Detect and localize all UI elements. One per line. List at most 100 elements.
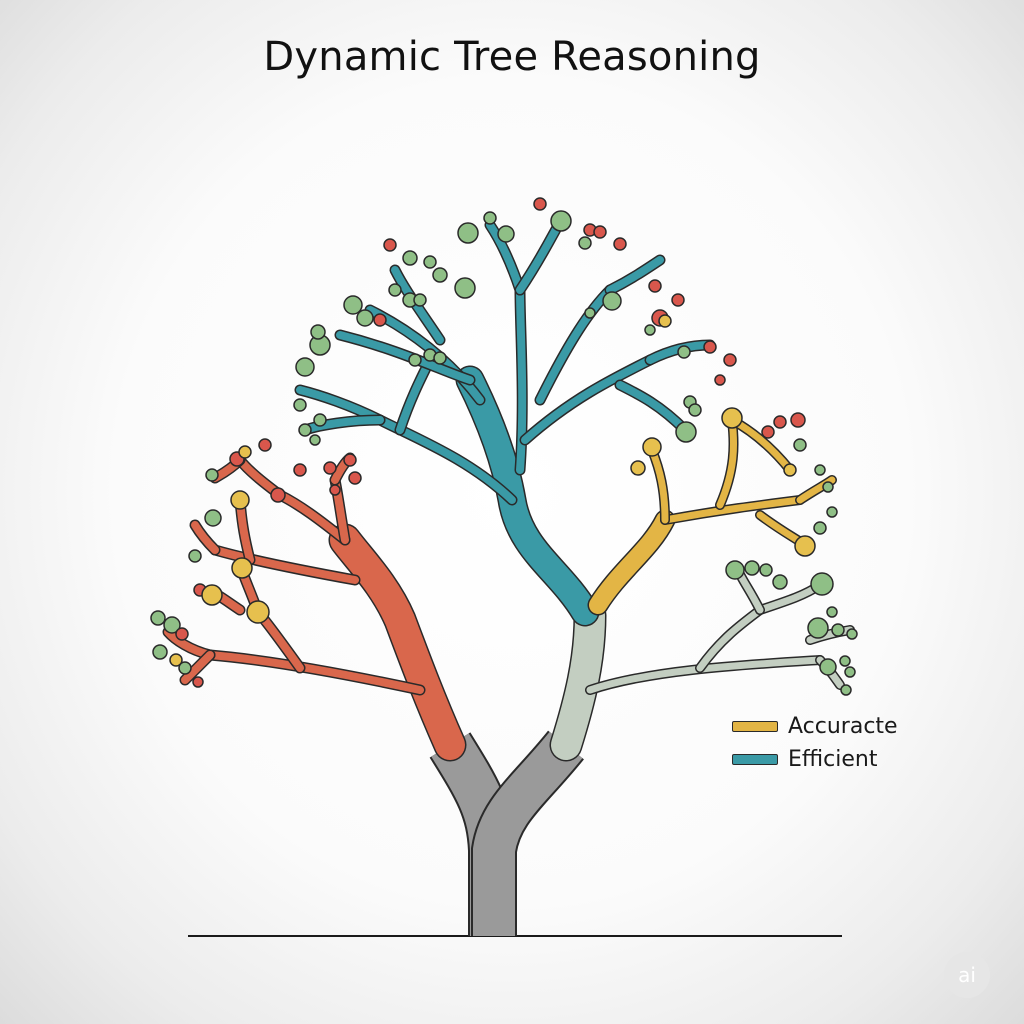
tree-node-red — [648, 279, 662, 293]
tree-node-red — [773, 415, 787, 429]
tree-node-green — [457, 222, 479, 244]
teal-branch-7 — [516, 218, 564, 294]
tree-node-red — [192, 676, 204, 688]
grey-branch-3 — [756, 581, 824, 614]
tree-node-green — [744, 560, 760, 576]
tree-node-green — [772, 574, 788, 590]
tree-node-green — [602, 291, 622, 311]
tree-node-green — [840, 684, 852, 696]
tree-node-yellow — [794, 535, 816, 557]
legend-label-accuracy: Accuracte — [788, 714, 898, 739]
tree-node-green — [725, 560, 745, 580]
yellow-branch-0 — [661, 496, 804, 524]
tree-node-yellow — [201, 584, 223, 606]
legend-item-efficient: Efficient — [732, 743, 898, 776]
red-branch-7 — [276, 491, 349, 544]
tree-node-red — [383, 238, 397, 252]
tree-node-green — [688, 403, 702, 417]
tree-node-green — [423, 255, 437, 269]
grey-branch-2 — [696, 606, 764, 672]
tree-node-red — [343, 453, 357, 467]
teal-branch-5 — [516, 286, 527, 474]
legend-swatch-accuracy — [732, 721, 778, 732]
teal-branch-12 — [606, 256, 664, 294]
tree-node-red — [329, 484, 341, 496]
teal-limb — [457, 367, 598, 625]
tree-node-green — [402, 250, 418, 266]
teal-branch-6 — [486, 221, 524, 294]
teal-branch-2 — [396, 356, 434, 434]
red-branch-3 — [181, 651, 214, 684]
tree-node-green — [839, 655, 851, 667]
tree-node-green — [204, 509, 222, 527]
tree-node-green — [677, 345, 691, 359]
tree-node-green — [205, 468, 219, 482]
nodes — [150, 197, 858, 696]
tree-node-green — [822, 481, 834, 493]
tree-node-yellow — [721, 407, 743, 429]
yellow-limb — [589, 511, 674, 614]
tree-node-red — [761, 425, 775, 439]
tree-node-green — [293, 398, 307, 412]
tree-node-green — [433, 351, 447, 365]
tree-node-yellow — [169, 653, 183, 667]
tree-node-red — [723, 353, 737, 367]
tree-node-green — [298, 423, 312, 437]
tree-node-red — [175, 627, 189, 641]
tree-node-green — [846, 628, 858, 640]
branches — [162, 216, 855, 762]
legend: Accuracte Efficient — [732, 710, 898, 776]
tree-node-yellow — [231, 557, 253, 579]
tree-node-green — [432, 267, 448, 283]
tree-node-green — [150, 610, 166, 626]
teal-branch-10 — [616, 381, 689, 434]
tree-node-green — [759, 563, 773, 577]
tree-node-green — [819, 658, 837, 676]
tree-node-green — [831, 623, 845, 637]
tree-node-yellow — [658, 314, 672, 328]
tree-node-red — [790, 412, 806, 428]
tree-node-red — [348, 471, 362, 485]
trunk — [429, 730, 584, 936]
tree-node-green — [295, 357, 315, 377]
teal-branch-0 — [376, 416, 516, 504]
tree-node-red — [671, 293, 685, 307]
tree-node-green — [356, 309, 374, 327]
yellow-branch-3 — [648, 446, 669, 524]
tree-node-green — [178, 661, 192, 675]
tree-node-green — [675, 421, 697, 443]
tree-node-green — [313, 413, 327, 427]
tree-node-green — [807, 617, 829, 639]
tree-node-red — [270, 487, 286, 503]
tree-node-green — [413, 293, 427, 307]
red-branch-6 — [191, 521, 219, 554]
ai-watermark-icon: ai — [944, 952, 990, 998]
tree-node-green — [810, 572, 834, 596]
tree-node-green — [408, 353, 422, 367]
tree-node-red — [714, 374, 726, 386]
tree-node-green — [813, 521, 827, 535]
tree-node-green — [163, 616, 181, 634]
tree-node-red — [613, 237, 627, 251]
tree-node-red — [593, 225, 607, 239]
legend-label-efficient: Efficient — [788, 747, 878, 772]
tree-node-red — [533, 197, 547, 211]
tree-node-green — [578, 236, 592, 250]
tree-node-red — [373, 313, 387, 327]
teal-branch-14 — [336, 331, 474, 384]
red-branch-4 — [211, 546, 359, 584]
grey-limb — [551, 600, 605, 760]
red-branch-0 — [206, 651, 424, 694]
page-title: Dynamic Tree Reasoning — [263, 34, 761, 80]
tree-node-green — [343, 295, 363, 315]
tree-node-green — [826, 506, 838, 518]
tree-node-yellow — [642, 437, 662, 457]
tree-node-green — [483, 211, 497, 225]
tree-node-green — [454, 277, 476, 299]
legend-item-accuracy: Accuracte — [732, 710, 898, 743]
tree-node-yellow — [230, 490, 250, 510]
tree-node-green — [826, 606, 838, 618]
tree-node-red — [258, 438, 272, 452]
